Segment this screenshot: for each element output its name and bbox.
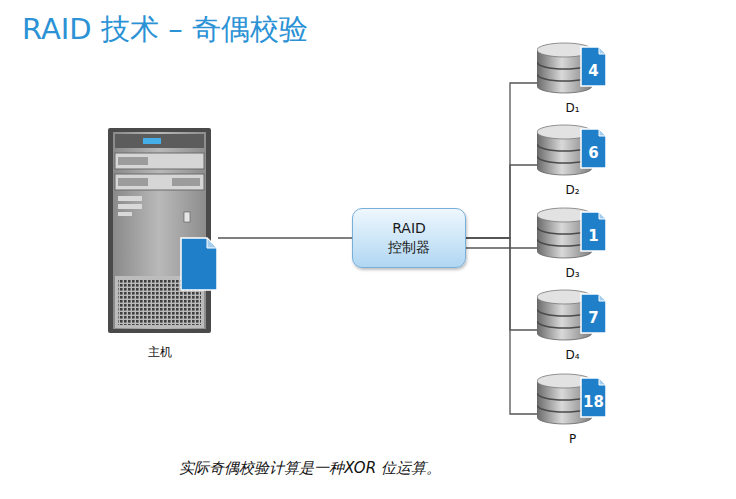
- slide-caption: 实际奇偶校验计算是一种XOR 位运算。: [0, 459, 620, 478]
- host-label: 主机: [108, 344, 211, 361]
- connector-line: [218, 237, 352, 238]
- disk-drive: 1D₃: [537, 212, 609, 284]
- server-illustration: [108, 128, 218, 338]
- disk-illustration: [537, 374, 606, 424]
- disk-illustration: [537, 290, 606, 340]
- disk-illustration: [537, 125, 606, 175]
- block-value: 6: [581, 144, 606, 162]
- connector-line: [466, 247, 537, 248]
- block-value: 18: [581, 393, 606, 411]
- disk-label: P: [545, 432, 600, 446]
- block-value: 4: [581, 62, 606, 80]
- connector-line: [466, 165, 537, 238]
- connector-line: [466, 83, 537, 238]
- disk-label: D₁: [545, 101, 600, 115]
- disk-label: D₃: [545, 266, 600, 280]
- disk-drive: 18P: [537, 378, 609, 450]
- disk-label: D₄: [545, 348, 600, 362]
- disk-drive: 4D₁: [537, 47, 609, 119]
- disk-drive: 7D₄: [537, 294, 609, 366]
- connector-line: [466, 238, 537, 330]
- block-value: 1: [581, 227, 606, 245]
- disk-label: D₂: [545, 183, 600, 197]
- server-illustration: [108, 128, 217, 333]
- disk-illustration: [537, 208, 606, 258]
- raid-controller-box: RAID 控制器: [352, 208, 466, 268]
- block-value: 7: [581, 309, 606, 327]
- connector-line: [466, 238, 537, 414]
- slide-title: RAID 技术 – 奇偶校验: [22, 10, 308, 50]
- host-server: 主机: [108, 128, 218, 363]
- controller-label: RAID 控制器: [379, 219, 439, 257]
- disk-drive: 6D₂: [537, 129, 609, 201]
- disk-illustration: [537, 43, 606, 93]
